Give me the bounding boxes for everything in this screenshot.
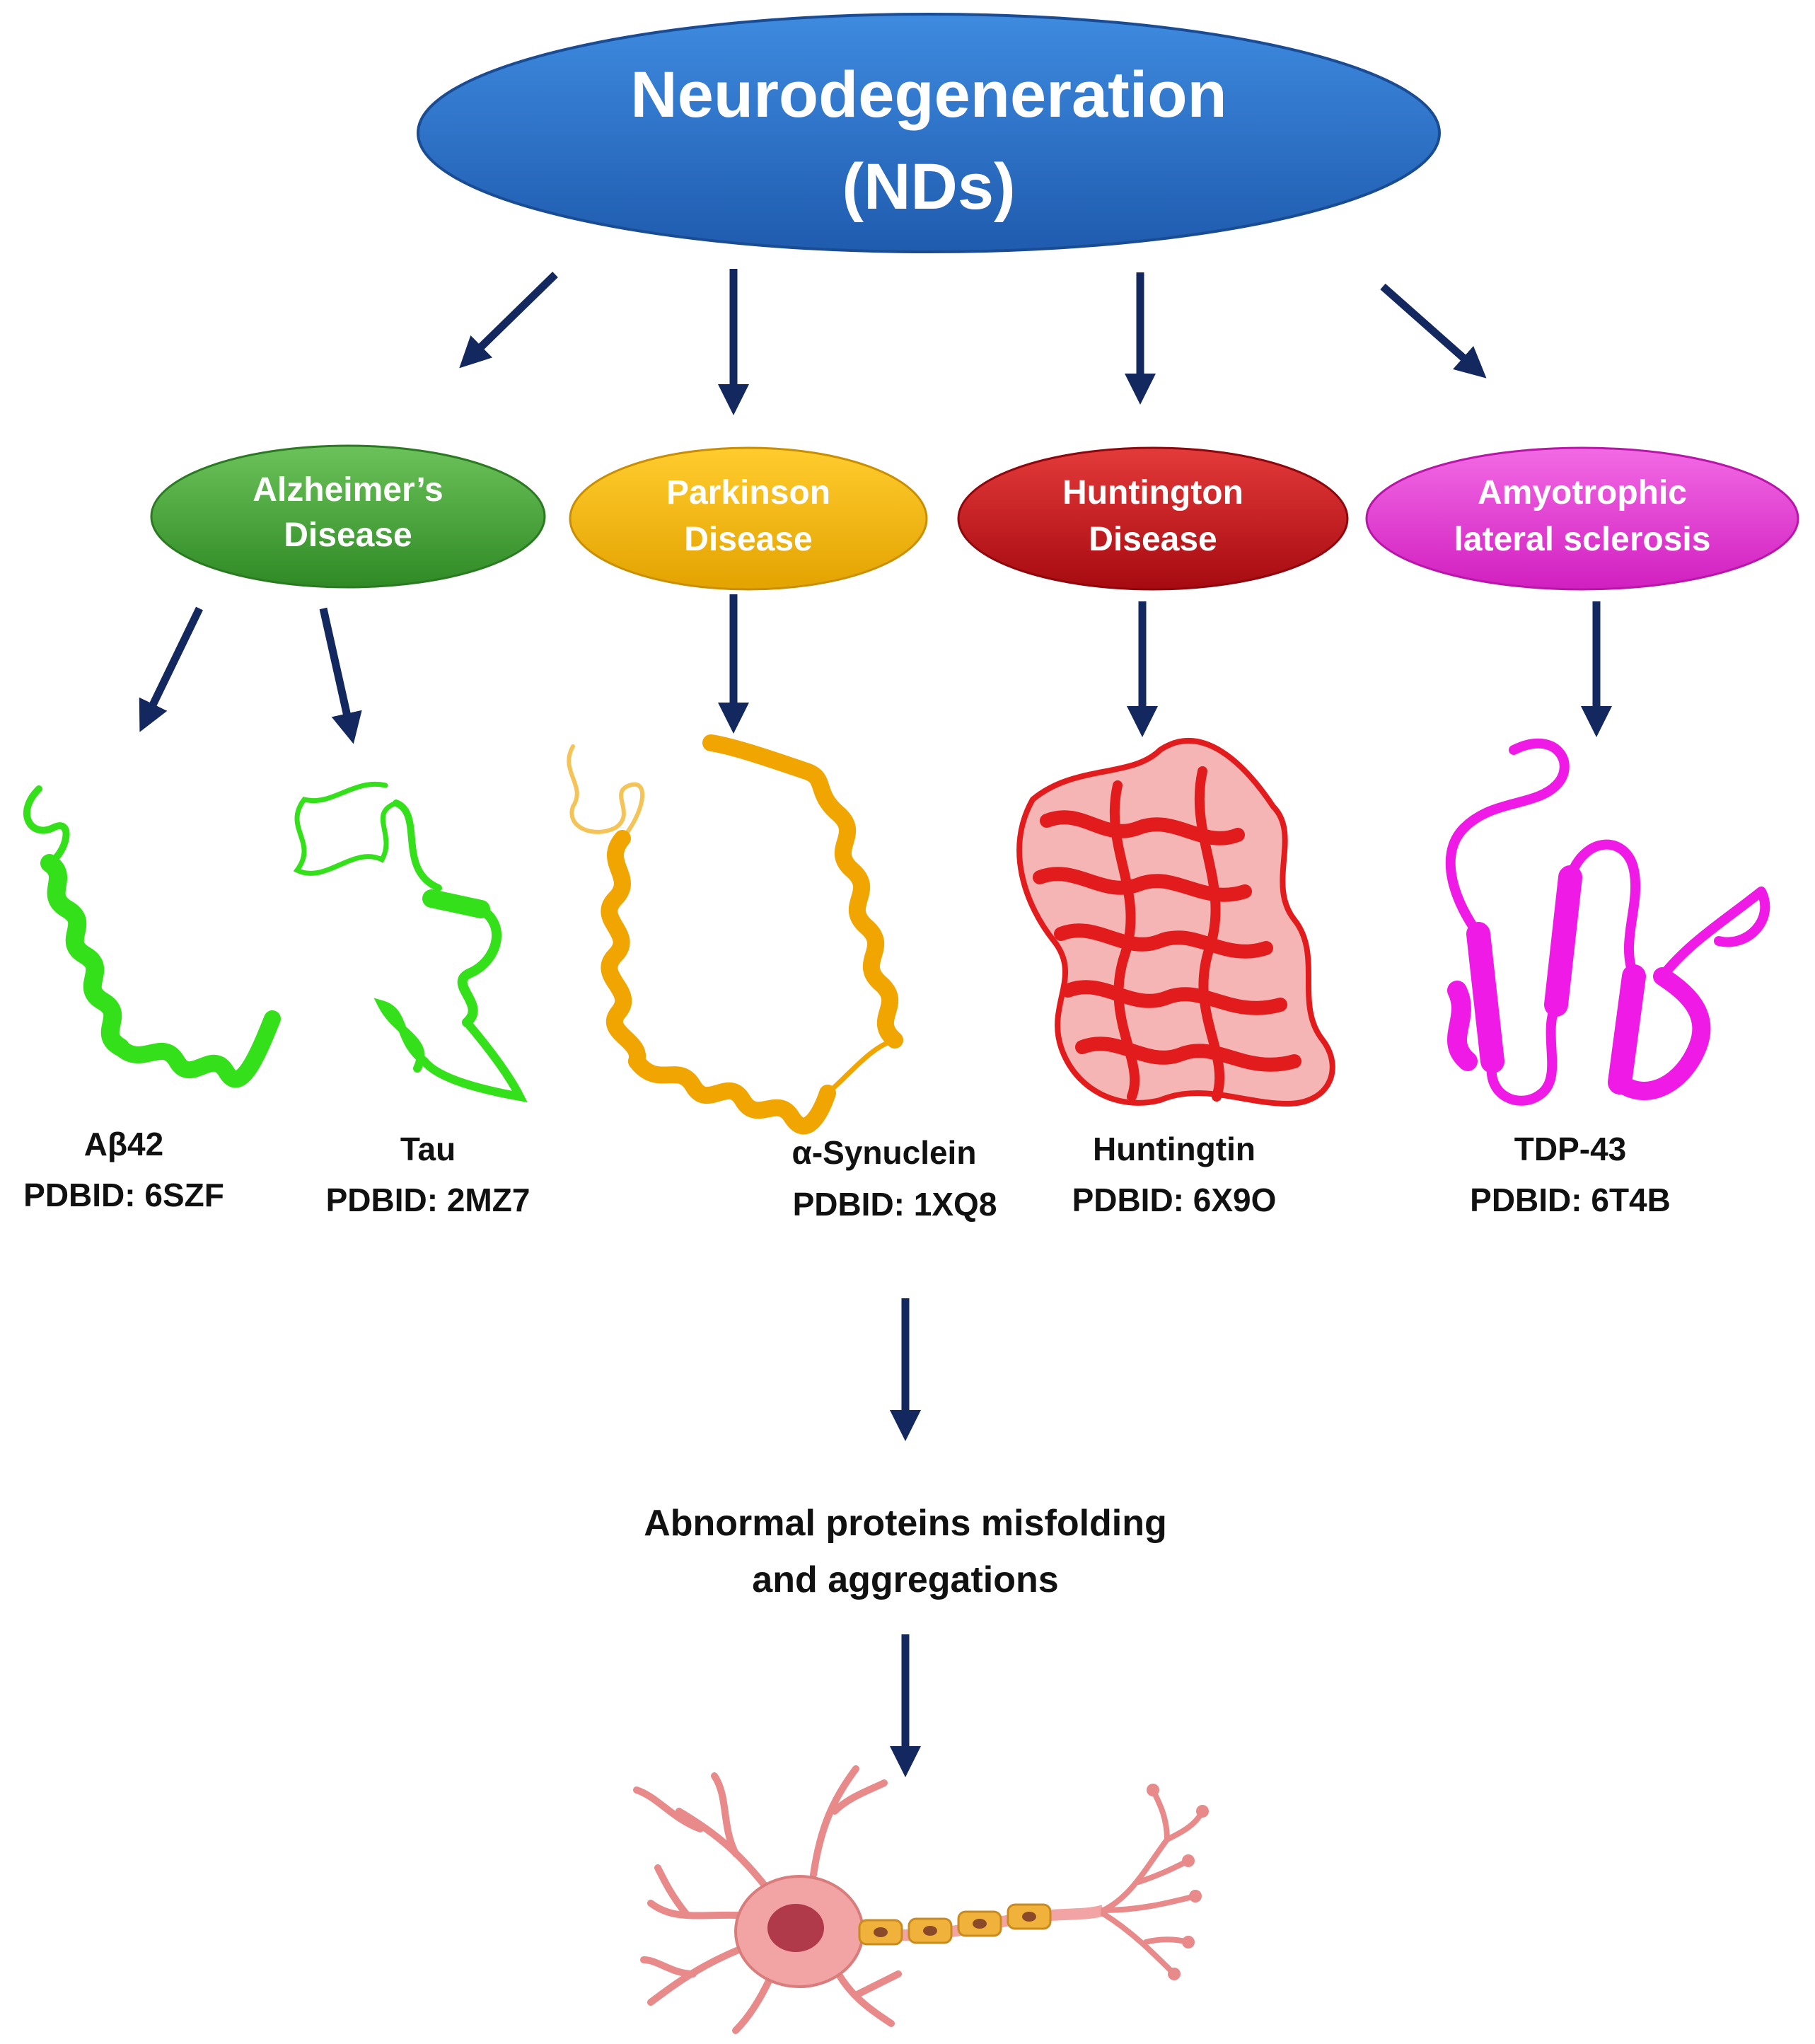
- protein-pdb-tdp43: PDBID: 6T4B: [1470, 1182, 1671, 1218]
- protein-labels: Aβ42 PDBID: 6SZF Tau PDBID: 2MZ7 α-Synuc…: [23, 1126, 1671, 1223]
- neuron-schwann-nuclei: [874, 1912, 1036, 1937]
- disease-parkinson-line2: Disease: [684, 521, 812, 558]
- neuron-illustration: [633, 1765, 1209, 2034]
- disease-als-line1: Amyotrophic: [1478, 474, 1687, 512]
- protein-name-synuclein: α-Synuclein: [792, 1134, 977, 1171]
- disease-huntington-line1: Huntington: [1062, 474, 1243, 512]
- protein-structure-synuclein: [567, 734, 903, 1135]
- disease-node-parkinson: Parkinson Disease: [569, 446, 928, 591]
- protein-pdb-synuclein: PDBID: 1XQ8: [793, 1186, 997, 1223]
- protein-structure-huntingtin: [1016, 738, 1335, 1107]
- protein-pdb-abeta: PDBID: 6SZF: [23, 1177, 224, 1213]
- protein-name-huntingtin: Huntingtin: [1093, 1131, 1256, 1167]
- arrow-alzheimers-to-abeta: [139, 606, 203, 732]
- disease-node-huntington: Huntington Disease: [957, 446, 1349, 591]
- root-node: Neurodegeneration (NDs): [417, 13, 1441, 253]
- disease-alzheimers-line1: Alzheimer’s: [253, 471, 443, 509]
- protein-structure-tdp43: [1445, 738, 1770, 1106]
- disease-parkinson-line1: Parkinson: [666, 474, 830, 512]
- protein-structure-tau: [293, 781, 528, 1103]
- protein-name-tdp43: TDP-43: [1514, 1131, 1626, 1167]
- neuron-nucleus: [767, 1904, 824, 1952]
- outcome-line1: Abnormal proteins misfolding: [644, 1503, 1167, 1544]
- outcome-text: Abnormal proteins misfolding and aggrega…: [644, 1503, 1167, 1600]
- disease-node-als: Amyotrophic lateral sclerosis: [1365, 446, 1799, 591]
- protein-name-tau: Tau: [400, 1131, 456, 1167]
- root-arrows: [459, 269, 1487, 415]
- arrow-alzheimers-to-tau: [319, 607, 362, 744]
- protein-structure-abeta: [23, 785, 281, 1088]
- arrow-root-to-alzheimers: [459, 272, 558, 369]
- disease-arrows: [139, 594, 1612, 744]
- root-title: Neurodegeneration: [630, 59, 1227, 131]
- outcome-line2: and aggregations: [752, 1559, 1058, 1600]
- neuron-terminal-bulbs: [1147, 1784, 1209, 1980]
- disease-node-alzheimers: Alzheimer’s Disease: [150, 444, 546, 589]
- disease-als-line2: lateral sclerosis: [1454, 521, 1711, 558]
- protein-pdb-tau: PDBID: 2MZ7: [326, 1182, 530, 1218]
- protein-pdb-huntingtin: PDBID: 6X9O: [1072, 1182, 1277, 1218]
- disease-huntington-line2: Disease: [1089, 521, 1217, 558]
- neuron-myelin-sheath: [858, 1903, 1052, 1946]
- root-subtitle: (NDs): [842, 151, 1015, 223]
- arrow-root-to-als: [1380, 283, 1487, 379]
- disease-alzheimers-line2: Disease: [284, 516, 412, 554]
- protein-name-abeta: Aβ42: [84, 1126, 163, 1162]
